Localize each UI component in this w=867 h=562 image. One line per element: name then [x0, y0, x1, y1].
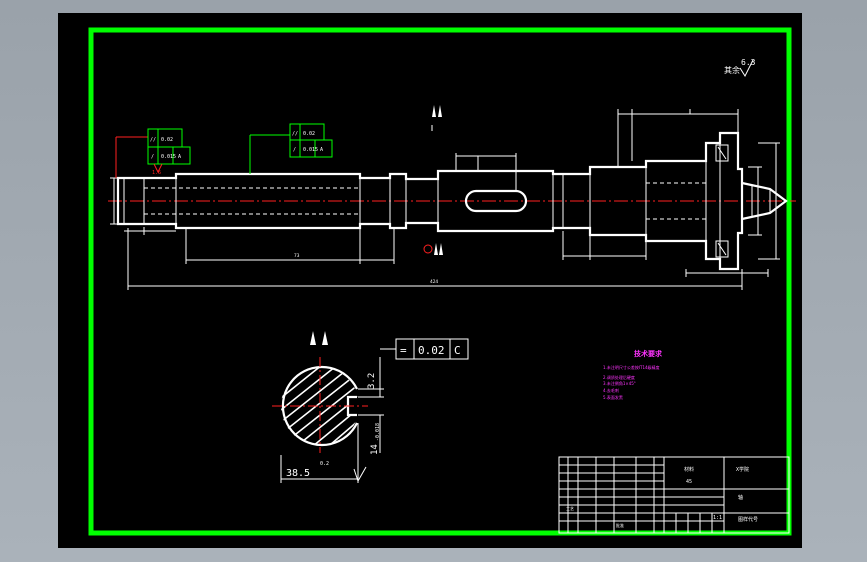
tb-scale: 1:1 [713, 515, 722, 521]
roughness-note-label: 其余 [724, 65, 740, 75]
frame-value: 0.02 [418, 344, 445, 357]
diameter-tol: 0.2 [320, 461, 329, 467]
right-box-value-1: 0.02 [303, 131, 315, 137]
right-tolerance-box: // 0.02 / 0.015 A [249, 123, 333, 174]
flange-block-top [715, 144, 729, 162]
tech-requirements: 技术要求 1.未注明尺寸公差按IT14级精度 2.调质处理后硬度 3.未注倒角1… [603, 349, 663, 400]
right-box-datum-2: A [320, 147, 323, 153]
section-roughness-icon [353, 466, 367, 483]
roughness-note: 其余 6.3 [724, 58, 756, 78]
shaft-tip [741, 181, 788, 221]
shaft-section-view: 3.2 14 -0.018 38.5 0.2 = 0.02 C [272, 331, 469, 483]
depth-dim: 3.2 [367, 373, 377, 389]
right-box-symbol-1: // [292, 131, 298, 137]
frame-symbol: = [400, 344, 407, 357]
tech-req-item-3: 3.未注倒角1×45° [603, 380, 636, 386]
dim-total: 424 [430, 279, 438, 285]
section-label [310, 331, 328, 345]
tb-material-value: 45 [686, 479, 692, 485]
section-circle [281, 365, 358, 447]
right-box-value-2: 0.015 [303, 147, 318, 153]
diameter-dim: 38.5 [286, 468, 310, 479]
shaft-main-view: 424 73 // 0.02 / 0.015 A 1.6 [108, 105, 796, 290]
tb-part-name: 轴 [738, 494, 743, 501]
section-tolerance-frame: = 0.02 C [395, 338, 469, 360]
left-box-datum-2: A [178, 154, 181, 160]
tech-req-title: 技术要求 [634, 349, 663, 358]
left-box-value-1: 0.02 [161, 137, 173, 143]
title-block: 材料 45 X学院 轴 图样代号 1:1 工艺 批准 [558, 456, 790, 534]
section-marker-top [431, 105, 442, 131]
tech-req-item-1: 1.未注明尺寸公差按IT14级精度 [603, 364, 660, 370]
width-tol: -0.018 [375, 423, 381, 441]
frame-datum: C [454, 344, 461, 357]
roughness-note-value: 6.3 [741, 58, 756, 67]
tb-school: X学院 [736, 466, 749, 473]
left-box-value-2: 0.015 [161, 154, 176, 160]
left-roughness: 1.6 [152, 170, 161, 176]
tb-drawing-no: 图样代号 [738, 516, 758, 523]
keyway-slot [464, 189, 528, 213]
tb-approve: 批准 [616, 522, 624, 528]
drawing-border [88, 27, 792, 536]
width-dim: 14 [370, 444, 380, 455]
right-box-symbol-2: / [293, 147, 296, 153]
section-marker-bottom [423, 243, 443, 255]
left-box-symbol-1: // [150, 137, 156, 143]
tb-process: 工艺 [566, 506, 574, 511]
drawing-canvas[interactable]: 其余 6.3 [58, 13, 802, 548]
left-box-symbol-2: / [151, 154, 154, 160]
left-tolerance-box: // 0.02 / 0.015 A 1.6 [115, 128, 191, 178]
tech-req-item-5: 5.表面发黑 [603, 394, 623, 400]
roughness-symbol-icon [739, 59, 754, 78]
flange-block-bottom [715, 240, 729, 258]
drawing-svg: 其余 6.3 [88, 27, 796, 536]
tech-req-item-2: 2.调质处理后硬度 [603, 374, 635, 380]
tech-req-item-4: 4.去毛刺 [603, 387, 619, 393]
tb-material-label: 材料 [684, 466, 694, 473]
dim-mid: 73 [294, 253, 300, 259]
